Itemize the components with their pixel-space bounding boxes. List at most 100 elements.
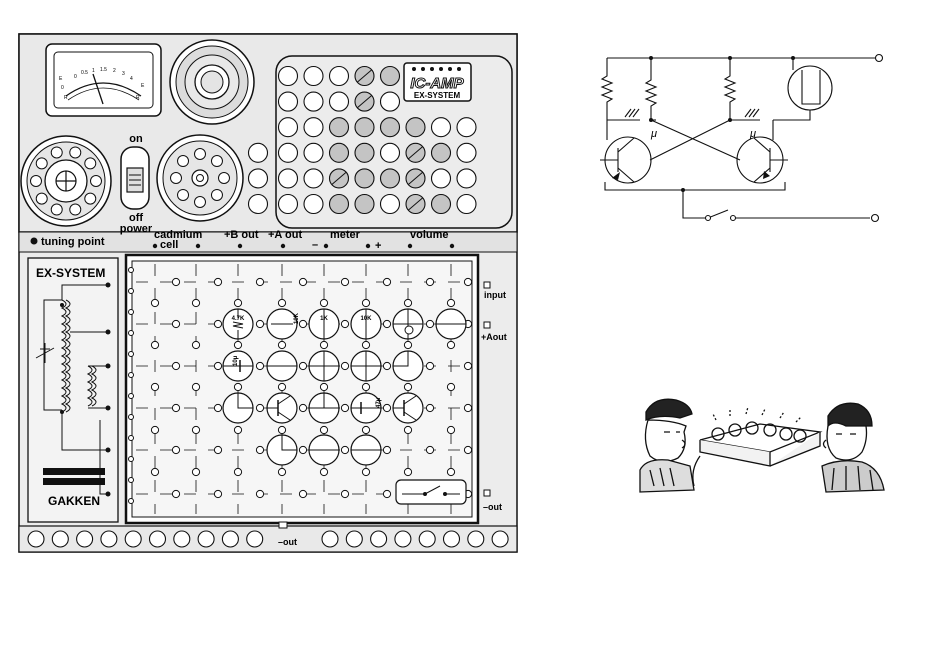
bottom-terminal-hole[interactable] [492,531,508,547]
breadboard-hole[interactable] [341,404,348,411]
component-capacitor[interactable]: 10μ [223,351,253,381]
breadboard-hole[interactable] [256,446,263,453]
component-transistor-1[interactable] [267,393,297,423]
bottom-terminal-hole[interactable] [198,531,214,547]
bottom-terminal-hole[interactable] [222,531,238,547]
volume-knob[interactable] [157,135,243,221]
breadboard-hole[interactable] [383,320,390,327]
breadboard-hole[interactable] [362,299,369,306]
breadboard-hole[interactable] [383,362,390,369]
breadboard-hole[interactable] [447,468,454,475]
breadboard-hole[interactable] [404,383,411,390]
breadboard-hole[interactable] [362,426,369,433]
component-tee-1[interactable] [309,393,339,423]
component-cross-3[interactable] [351,351,381,381]
component-blank-1[interactable] [436,309,466,339]
breadboard-hole[interactable] [214,320,221,327]
breadboard-hole[interactable] [172,278,179,285]
breadboard-hole[interactable] [214,404,221,411]
component-resistor-4-7k[interactable]: 4.7K [223,309,253,339]
breadboard-hole[interactable] [341,490,348,497]
component-line-1[interactable] [309,435,339,465]
breadboard-hole[interactable] [426,446,433,453]
breadboard-hole[interactable] [256,362,263,369]
breadboard-hole[interactable] [341,362,348,369]
breadboard-hole[interactable] [464,278,471,285]
breadboard-hole[interactable] [151,341,158,348]
breadboard-hole[interactable] [383,490,390,497]
breadboard-hole[interactable] [192,341,199,348]
bottom-out-terminal[interactable] [279,522,287,528]
breadboard-hole[interactable] [234,426,241,433]
breadboard-hole[interactable] [341,320,348,327]
breadboard-hole[interactable] [172,404,179,411]
component-key-switch[interactable] [396,480,466,504]
component-cross-2[interactable] [309,351,339,381]
breadboard-hole[interactable] [383,404,390,411]
bottom-terminal-hole[interactable] [371,531,387,547]
breadboard-hole[interactable] [192,383,199,390]
breadboard-hole[interactable] [234,341,241,348]
breadboard-hole[interactable] [192,299,199,306]
component-corner-2[interactable] [223,393,253,423]
tuning-dial[interactable] [21,136,111,226]
breadboard-hole[interactable] [151,426,158,433]
breadboard-hole[interactable] [278,341,285,348]
breadboard-hole[interactable] [383,278,390,285]
component-line-2[interactable] [351,435,381,465]
bottom-terminal-hole[interactable] [468,531,484,547]
breadboard-hole[interactable] [214,490,221,497]
breadboard-hole[interactable] [362,383,369,390]
component-corner-3[interactable] [267,435,297,465]
breadboard-hole[interactable] [447,426,454,433]
bottom-terminal-hole[interactable] [125,531,141,547]
bottom-terminal-hole[interactable] [419,531,435,547]
component-corner-1[interactable] [393,351,423,381]
breadboard-hole[interactable] [214,446,221,453]
breadboard-hole[interactable] [426,404,433,411]
breadboard-hole[interactable] [341,446,348,453]
breadboard-hole[interactable] [447,383,454,390]
component-cross-1[interactable] [267,351,297,381]
component-transistor-2[interactable] [393,393,423,423]
breadboard-hole[interactable] [404,468,411,475]
bottom-terminal-hole[interactable] [101,531,117,547]
bottom-terminal-hole[interactable] [346,531,362,547]
breadboard-hole[interactable] [320,299,327,306]
breadboard-hole[interactable] [234,468,241,475]
breadboard-hole[interactable] [464,404,471,411]
breadboard-hole[interactable] [320,383,327,390]
breadboard-hole[interactable] [192,468,199,475]
breadboard-hole[interactable] [341,278,348,285]
component-lamp[interactable] [393,309,423,339]
breadboard-hole[interactable] [278,299,285,306]
breadboard-hole[interactable] [214,278,221,285]
breadboard-hole[interactable] [299,320,306,327]
breadboard-hole[interactable] [299,446,306,453]
breadboard-hole[interactable] [214,362,221,369]
bottom-terminal-hole[interactable] [444,531,460,547]
breadboard-hole[interactable] [404,299,411,306]
component-resistor-1k[interactable]: 1K [309,309,339,339]
breadboard-hole[interactable] [256,490,263,497]
breadboard-hole[interactable] [320,341,327,348]
bottom-terminal-hole[interactable] [52,531,68,547]
breadboard-hole[interactable] [299,490,306,497]
breadboard-hole[interactable] [151,299,158,306]
breadboard-hole[interactable] [151,468,158,475]
component-resistor-10k[interactable]: 10K [351,309,381,339]
breadboard-hole[interactable] [234,299,241,306]
bottom-terminal-hole[interactable] [395,531,411,547]
bottom-terminal-hole[interactable] [150,531,166,547]
breadboard-hole[interactable] [362,468,369,475]
breadboard-hole[interactable] [192,426,199,433]
breadboard-hole[interactable] [464,446,471,453]
breadboard-hole[interactable] [447,341,454,348]
breadboard-hole[interactable] [278,383,285,390]
breadboard-hole[interactable] [256,404,263,411]
bottom-terminal-hole[interactable] [174,531,190,547]
breadboard-hole[interactable] [234,383,241,390]
breadboard-hole[interactable] [383,446,390,453]
breadboard-hole[interactable] [447,299,454,306]
breadboard-hole[interactable] [426,320,433,327]
